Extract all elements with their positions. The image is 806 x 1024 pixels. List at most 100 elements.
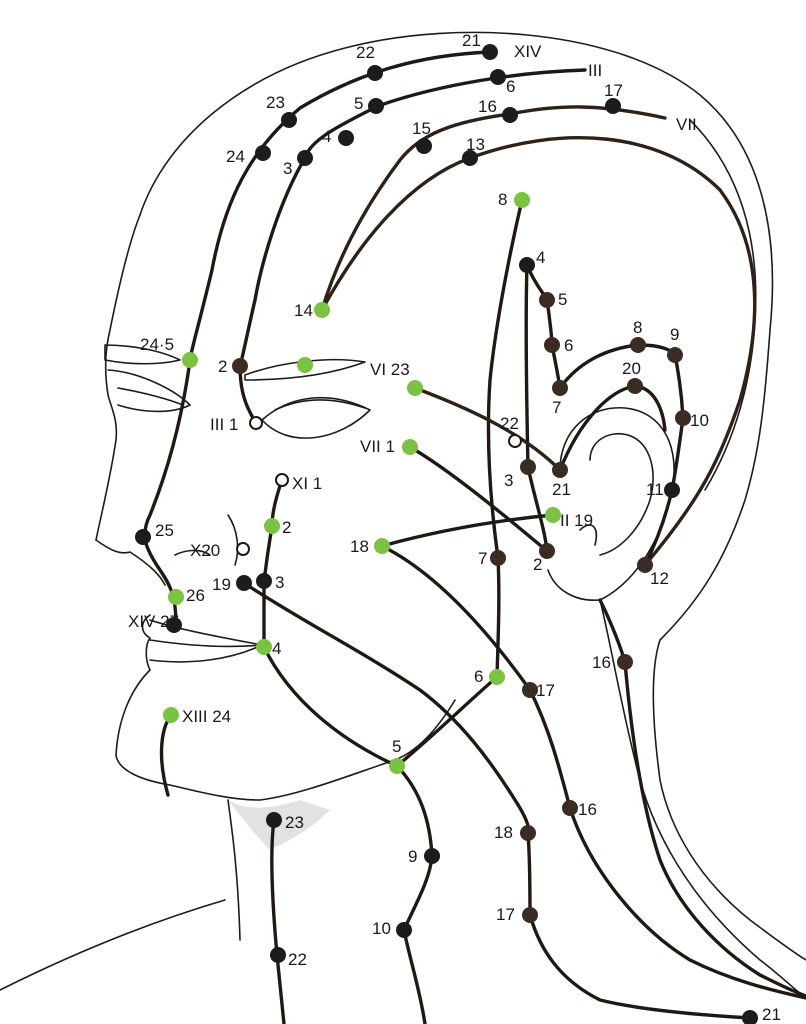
label-vii-1: VII 1 xyxy=(360,437,395,456)
acupoint-marker xyxy=(520,459,536,475)
label-2-cheek: 2 xyxy=(282,518,291,537)
nose-outline xyxy=(95,539,166,586)
acupoint-marker xyxy=(256,639,272,655)
meridian-vi-23 xyxy=(413,386,562,472)
label-7-jaw: 7 xyxy=(478,549,487,568)
acupoint-marker xyxy=(367,65,383,81)
acupoint-marker xyxy=(264,518,280,534)
acupoint-marker xyxy=(407,380,423,396)
acupoint-marker xyxy=(374,538,390,554)
left-eye xyxy=(107,369,191,413)
meridian-neck-front xyxy=(270,818,286,1024)
back-neck-outline xyxy=(599,599,806,999)
label-17-top: 17 xyxy=(604,81,623,100)
acupoint-marker xyxy=(502,107,518,123)
meridian-xiv xyxy=(143,50,492,627)
acupoint-marker xyxy=(514,192,530,208)
acupoint-marker xyxy=(249,416,263,430)
label-22-top: 22 xyxy=(356,43,375,62)
nasolabial-fold xyxy=(227,514,239,566)
label-xiv-27: XIV 27 xyxy=(128,612,179,631)
label-23-top: 23 xyxy=(266,93,285,112)
acupoint-marker xyxy=(617,654,633,670)
label-x-20: X20 xyxy=(190,541,220,560)
label-xiii-24: XIII 24 xyxy=(182,707,231,726)
acupoint-marker xyxy=(396,922,412,938)
acupoint-marker xyxy=(637,557,653,573)
meridian-temple xyxy=(525,263,562,390)
acupoint-marker xyxy=(490,550,506,566)
label-25: 25 xyxy=(155,521,174,540)
acupoint-marker xyxy=(664,482,680,498)
acupoint-marker xyxy=(135,529,151,545)
label-6-top: 6 xyxy=(506,77,515,96)
neck-outline xyxy=(227,799,241,941)
left-eye-lid xyxy=(117,387,184,406)
jaw-outline xyxy=(259,699,456,801)
label-4-top: 4 xyxy=(322,127,331,146)
right-eye-lid xyxy=(274,399,366,411)
acupoint-marker xyxy=(462,150,478,166)
label-3-mid: 3 xyxy=(504,471,513,490)
acupoint-marker xyxy=(522,682,538,698)
mouth-line xyxy=(149,639,263,648)
label-10-neck: 10 xyxy=(372,919,391,938)
acupoint-marker xyxy=(742,1010,758,1024)
label-5-top: 5 xyxy=(354,94,363,113)
label-xi-1: XI 1 xyxy=(292,474,322,493)
label-iii-1: III 1 xyxy=(210,415,238,434)
acupoint-marker xyxy=(627,378,643,394)
label-7-temple: 7 xyxy=(552,398,561,417)
acupoint-marker xyxy=(605,98,621,114)
label-17-neck: 17 xyxy=(496,905,515,924)
acupoint-marker xyxy=(163,707,179,723)
acupoint-marker xyxy=(338,130,354,146)
acupoint-marker xyxy=(416,138,432,154)
acupoint-marker xyxy=(281,112,297,128)
label-ii-19: II 19 xyxy=(560,511,593,530)
meridian-temple-down xyxy=(524,263,549,553)
acupoint-marker xyxy=(519,257,535,273)
ear-inner xyxy=(589,433,654,556)
label-5-temple: 5 xyxy=(558,290,567,309)
label-3-top: 3 xyxy=(283,159,292,178)
label-12-ear: 12 xyxy=(650,569,669,588)
label-16-top: 16 xyxy=(478,97,497,116)
label-13-top: 13 xyxy=(466,135,485,154)
label-5-jaw: 5 xyxy=(392,737,401,756)
left-brow xyxy=(104,344,181,365)
acupoint-marker xyxy=(255,145,271,161)
label-9-ear: 9 xyxy=(670,325,679,344)
acupoint-marker xyxy=(389,758,405,774)
acupoint-marker xyxy=(275,473,289,487)
acupoint-marker xyxy=(314,302,330,318)
acupoint-marker xyxy=(552,380,568,396)
acupoint-marker xyxy=(297,357,313,373)
acupoint-marker xyxy=(402,439,418,455)
upper-lip-outline xyxy=(141,614,151,671)
label-21-mid: 21 xyxy=(552,480,571,499)
label-2-jaw: 2 xyxy=(533,555,542,574)
label-vii-top: VII xyxy=(676,115,697,134)
meridian-6-5 xyxy=(395,675,499,768)
head-outline xyxy=(139,31,806,961)
label-xiv-top: XIV xyxy=(514,42,542,61)
acupoint-marker xyxy=(236,575,252,591)
label-9-neck: 9 xyxy=(408,847,417,866)
label-18-neck: 18 xyxy=(494,823,513,842)
acupoint-marker xyxy=(522,907,538,923)
acupoint-marker xyxy=(270,947,286,963)
meridian-8 xyxy=(486,198,524,679)
label-24-top: 24 xyxy=(226,147,245,166)
acupoint-marker xyxy=(482,44,498,60)
acupoint-marker xyxy=(424,848,440,864)
label-iii-top: III xyxy=(588,61,602,80)
label-20-ear: 20 xyxy=(622,359,641,378)
head-back-outline xyxy=(689,119,757,491)
label-3-lip: 3 xyxy=(275,573,284,592)
acupoints xyxy=(135,44,758,1024)
label-4-temple: 4 xyxy=(536,248,545,267)
label-8-ear: 8 xyxy=(633,318,642,337)
acupoint-marker xyxy=(490,69,506,85)
